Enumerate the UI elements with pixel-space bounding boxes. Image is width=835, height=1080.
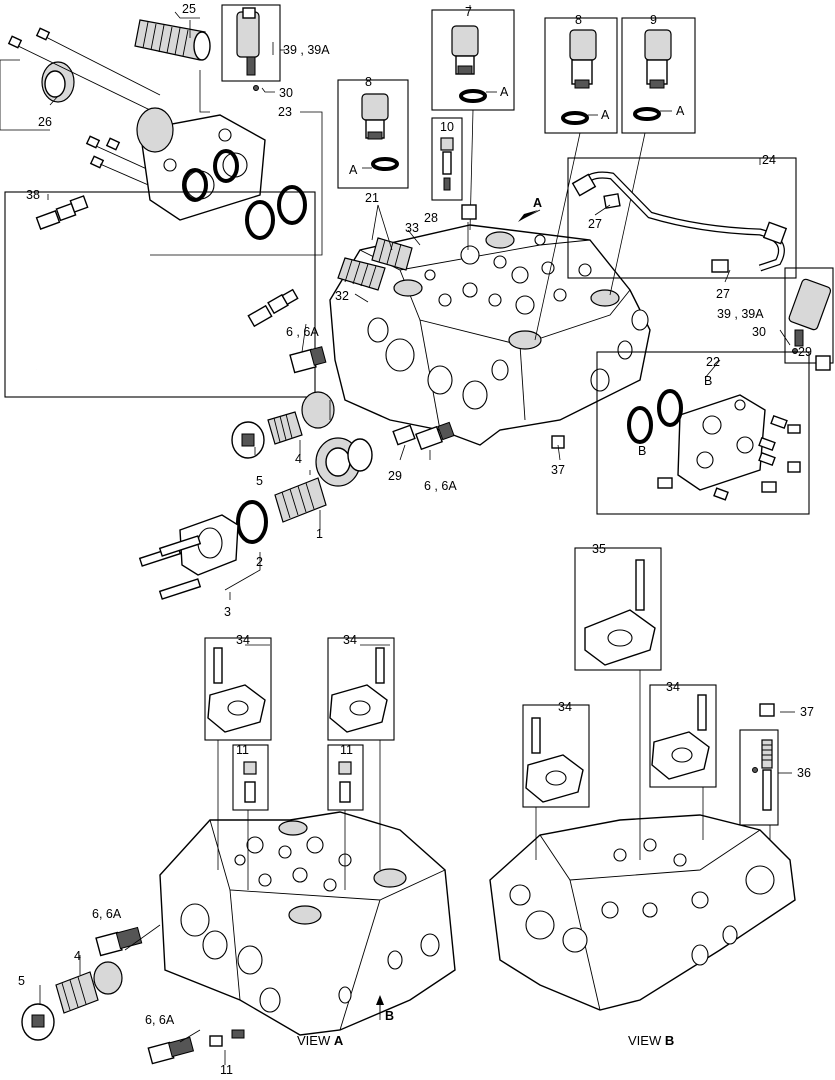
- view-a-flange-34-right: [327, 637, 395, 741]
- view-b-block: [489, 814, 796, 1011]
- cartridge-10: [431, 117, 463, 201]
- letter-a-cart-9: A: [676, 104, 685, 118]
- view-b-flange-34-left: [522, 704, 590, 808]
- view-arrows: [376, 209, 541, 1020]
- view-a-block: [159, 811, 456, 1036]
- callout-9: 9: [650, 13, 657, 27]
- callout-29-left: 29: [388, 469, 402, 483]
- callout-35: 35: [592, 542, 606, 556]
- tube-assembly-24: [567, 157, 797, 279]
- callout-2: 2: [256, 555, 263, 569]
- solenoid-39-top: [221, 4, 281, 91]
- letter-a-cart-8-left: A: [349, 163, 358, 177]
- view-a-cartridges-11: [232, 744, 364, 811]
- callout-30: 30: [279, 86, 293, 100]
- callout-37-top: 37: [551, 463, 565, 477]
- callout-26: 26: [38, 115, 52, 129]
- callout-27-left: 27: [588, 217, 602, 231]
- callout-8-right: 8: [575, 13, 582, 27]
- callout-11-a-left: 11: [236, 743, 249, 757]
- callout-8-left: 8: [365, 75, 372, 89]
- spring-assembly-1: [274, 437, 373, 523]
- callout-1: 1: [316, 527, 323, 541]
- view-b-cartridge-36: [739, 703, 779, 826]
- solenoid-coil-25: [134, 19, 211, 61]
- cartridge-9: [609, 17, 696, 296]
- callout-4: 4: [295, 452, 302, 466]
- plug-6-6a-top: [289, 346, 327, 374]
- callout-32: 32: [335, 289, 349, 303]
- callout-6-6a-view-a-top: 6, 6A: [92, 907, 122, 921]
- reference-letters: A A A A A B B B: [349, 85, 712, 1023]
- letter-a-cart-8-right: A: [601, 108, 610, 122]
- callout-labels: 25 39 , 39A 30 23 26 38 7 8 9 8 10 28 21…: [18, 2, 814, 1077]
- callout-33: 33: [405, 221, 419, 235]
- callout-6-6a-top: 6 , 6A: [286, 325, 319, 339]
- callout-34-a-left: 34: [236, 633, 250, 647]
- letter-a-cart-7: A: [500, 85, 509, 99]
- callout-28: 28: [424, 211, 438, 225]
- callout-39-39a: 39 , 39A: [283, 43, 330, 57]
- callout-34-a-right: 34: [343, 633, 357, 647]
- cartridge-8-left: [337, 79, 409, 189]
- screws-top-left: [7, 27, 161, 191]
- callout-34-b-left: 34: [558, 700, 572, 714]
- callout-6-6a-view-a-bottom: 6, 6A: [145, 1013, 175, 1027]
- letter-b-lower: B: [638, 444, 646, 458]
- view-b-flange-35: [574, 547, 662, 671]
- pilot-valve-body-23: [136, 107, 266, 221]
- callout-29-right: 29: [798, 345, 812, 359]
- o-ring-2: [236, 500, 268, 544]
- plugs-29-6: [392, 421, 565, 451]
- callout-11-view-a: 11: [220, 1063, 233, 1077]
- letter-b-upper: B: [704, 374, 712, 388]
- callout-10: 10: [440, 120, 454, 134]
- callout-6-6a-mid: 6 , 6A: [424, 479, 457, 493]
- callout-38: 38: [26, 188, 40, 202]
- callout-30-right: 30: [752, 325, 766, 339]
- o-rings-23: [182, 149, 307, 240]
- view-b-flange-34-right: [649, 684, 717, 788]
- plug-28: [461, 204, 477, 250]
- callout-5-view-a: 5: [18, 974, 25, 988]
- springs-21: [337, 237, 413, 291]
- leaders-top-left: [0, 11, 323, 256]
- callout-4-view-a: 4: [74, 949, 81, 963]
- callout-3: 3: [224, 605, 231, 619]
- spring-assembly-4: [231, 391, 335, 459]
- letter-a-arrow: A: [533, 196, 542, 210]
- cover-plate-3: [138, 514, 239, 600]
- callout-34-b-right: 34: [666, 680, 680, 694]
- callout-36: 36: [797, 766, 811, 780]
- callout-37-bottom: 37: [800, 705, 814, 719]
- tube-assembly-38: [4, 191, 316, 398]
- callout-24: 24: [762, 153, 776, 167]
- callout-27-right: 27: [716, 287, 730, 301]
- cartridge-7: [431, 9, 515, 231]
- callout-23: 23: [278, 105, 292, 119]
- callout-25: 25: [182, 2, 196, 16]
- end-cap-assembly-26: [13, 33, 161, 111]
- main-valve-block: [329, 224, 651, 446]
- letter-b-arrow: B: [385, 1009, 394, 1023]
- callout-21: 21: [365, 191, 379, 205]
- view-a-caption: VIEW A: [297, 1033, 344, 1048]
- callout-39-39a-right: 39 , 39A: [717, 307, 764, 321]
- callout-7: 7: [465, 5, 472, 19]
- view-captions: VIEW A VIEW B: [297, 1033, 674, 1048]
- view-a-flange-34-left: [204, 637, 272, 741]
- callout-22: 22: [706, 355, 720, 369]
- callout-5: 5: [256, 474, 263, 488]
- cartridge-8-right: [534, 17, 618, 341]
- view-b-caption: VIEW B: [628, 1033, 674, 1048]
- solenoid-39-right: [784, 267, 834, 371]
- pilot-block-22: [596, 351, 810, 515]
- callout-11-a-right: 11: [340, 743, 353, 757]
- view-a-plugs: [21, 926, 245, 1065]
